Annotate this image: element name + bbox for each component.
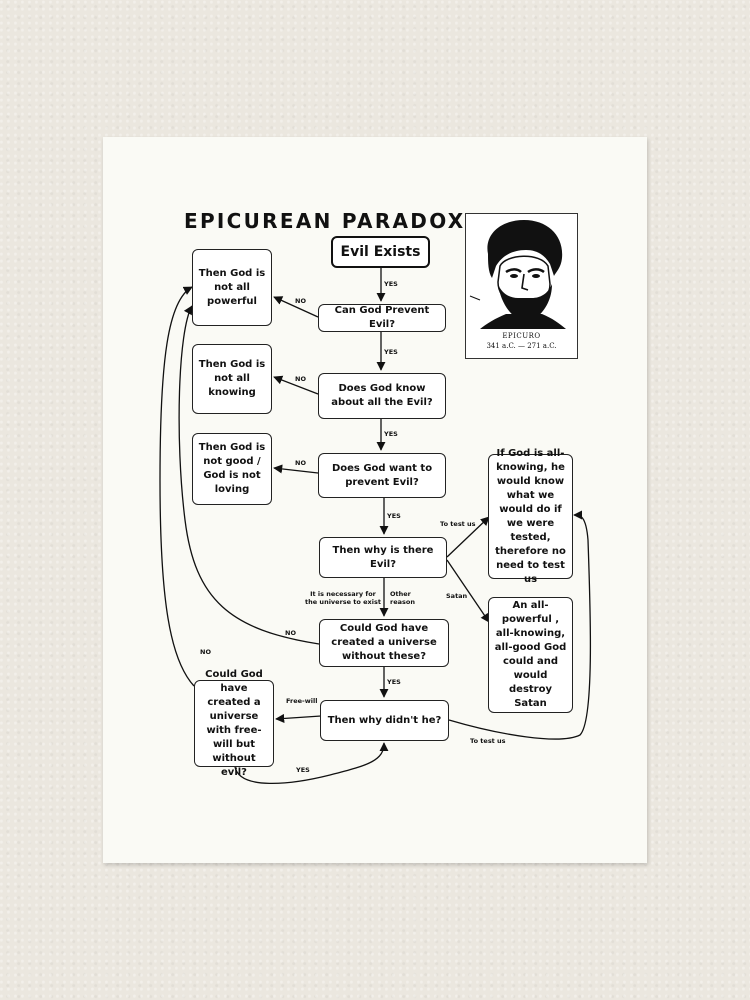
edge-why-to-test — [446, 516, 490, 558]
edge-didnt-to-freewill — [275, 713, 322, 723]
label-no-2: NO — [295, 375, 306, 383]
poster-title: EPICUREAN PARADOX — [184, 209, 466, 233]
label-yes-5: YES — [387, 678, 401, 686]
node-evil-exists: Evil Exists — [331, 236, 430, 268]
node-why-evil: Then why is there Evil? — [319, 537, 447, 578]
portrait-dates: 341 a.C. — 271 a.C. — [486, 342, 557, 350]
node-not-all-powerful: Then God is not all powerful — [192, 249, 272, 326]
edge-freewill-no-loop — [159, 286, 195, 687]
label-other-reason: Other reason — [390, 590, 415, 606]
node-know-about: Does God know about all the Evil? — [318, 373, 446, 419]
node-free-will: Could God have created a universe with f… — [194, 669, 274, 778]
label-satan: Satan — [446, 592, 468, 600]
node-why-didnt: Then why didn't he? — [320, 700, 449, 741]
label-yes-6: YES — [296, 766, 310, 774]
label-no-5: NO — [200, 648, 211, 656]
portrait-name: EPICURO — [502, 332, 541, 340]
label-necessary: It is necessary for the universe to exis… — [305, 590, 381, 606]
label-free-will: Free-will — [286, 697, 318, 705]
edge-why-to-satan — [446, 559, 490, 623]
label-to-test-us-2: To test us — [470, 737, 506, 745]
label-to-test-us-1: To test us — [440, 520, 476, 528]
node-all-knowing-test: If God is all-knowing, he would know wha… — [488, 448, 573, 585]
node-not-all-knowing: Then God is not all knowing — [192, 344, 272, 414]
label-yes-3: YES — [384, 430, 398, 438]
edge-prevent-no — [273, 296, 319, 318]
label-yes-1: YES — [384, 280, 398, 288]
edge-know-no — [273, 375, 319, 395]
label-no-1: NO — [295, 297, 306, 305]
node-destroy-satan: An all-powerful , all-knowing, all-good … — [488, 597, 573, 713]
node-want-prevent: Does God want to prevent Evil? — [318, 453, 446, 498]
label-no-3: NO — [295, 459, 306, 467]
label-yes-2: YES — [384, 348, 398, 356]
edge-freewill-yes — [234, 742, 389, 785]
node-could-created: Could God have created a universe withou… — [319, 619, 449, 667]
label-yes-4: YES — [387, 512, 401, 520]
label-no-4: NO — [285, 629, 296, 637]
node-not-good: Then God is not good / God is not loving — [192, 433, 272, 505]
edge-want-no — [273, 464, 319, 474]
edge-could-no-loop — [178, 305, 320, 645]
epicurus-bust-illustration — [469, 220, 566, 329]
edge-didnt-to-test-loop — [448, 510, 592, 740]
node-can-prevent: Can God Prevent Evil? — [318, 304, 446, 332]
epicurus-portrait: EPICURO 341 a.C. — 271 a.C. — [465, 213, 578, 359]
